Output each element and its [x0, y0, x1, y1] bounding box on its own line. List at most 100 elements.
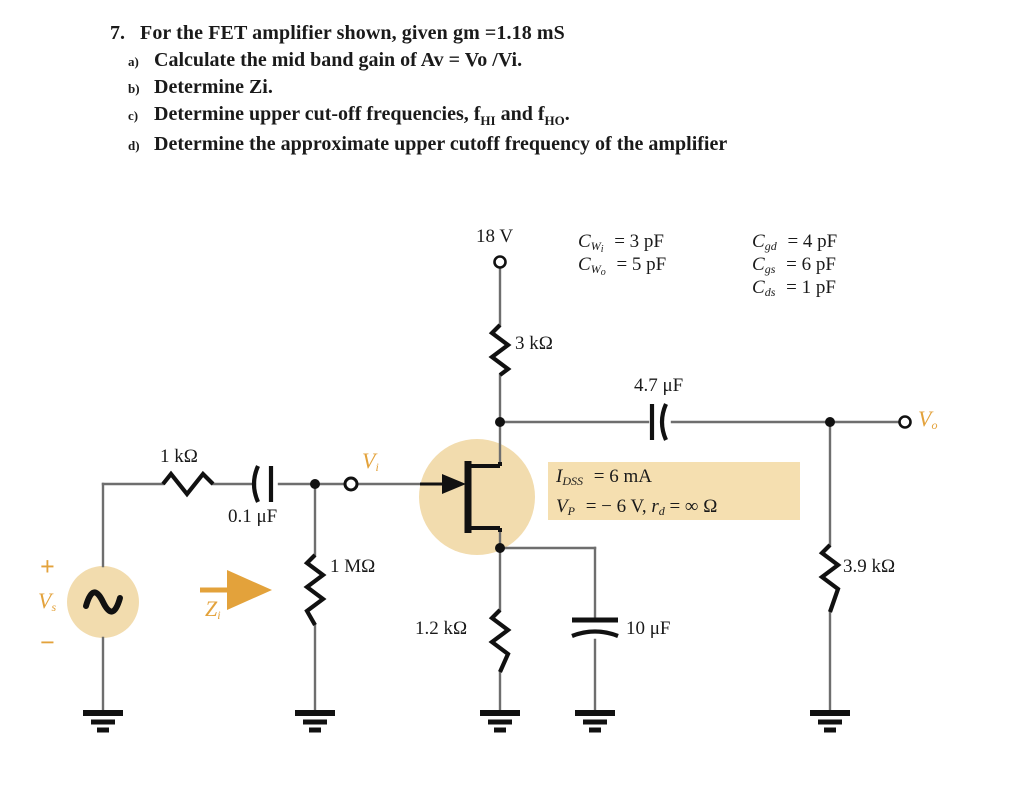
cgd-symbol: C	[752, 231, 765, 252]
problem-statement: 7. For the FET amplifier shown, given gm…	[110, 22, 940, 156]
rd-sub: d	[658, 504, 665, 518]
part-d-label: d)	[128, 138, 140, 153]
ground-gate-resistor	[295, 710, 335, 733]
vp-sub: P	[567, 504, 575, 518]
label-vs-main: V	[38, 588, 52, 613]
label-zi-main: Z	[205, 596, 218, 621]
ground-source	[83, 710, 123, 733]
terminal-supply-18v[interactable]	[493, 255, 507, 269]
cwo-value: = 5 pF	[616, 254, 667, 275]
wiring-cap-cgd: Cgd = 4 pF	[752, 230, 837, 258]
label-source-minus: −	[40, 628, 55, 657]
terminal-vi[interactable]	[343, 476, 359, 492]
idss-sub: DSS	[562, 474, 583, 488]
ground-bypass-capacitor	[575, 710, 615, 733]
wiring-cap-cwo: CWo = 5 pF	[578, 253, 666, 284]
label-rl-value: 3.9 kΩ	[843, 556, 896, 577]
label-cin-value: 0.1 μF	[228, 506, 278, 527]
ac-source-sine-icon	[83, 589, 123, 615]
part-d-text: Determine the approximate upper cutoff f…	[154, 133, 728, 155]
problem-part-c: c) Determine upper cut-off frequencies, …	[110, 103, 940, 129]
label-vo-main: V	[918, 406, 932, 431]
label-cout-value: 4.7 μF	[634, 375, 684, 396]
cgs-symbol: C	[752, 254, 765, 275]
part-a-label: a)	[128, 54, 139, 69]
device-params-line2: VP = − 6 V, rd = ∞ Ω	[556, 494, 717, 524]
capacitor-cin-0p1uf	[251, 465, 274, 503]
part-c-label: c)	[128, 108, 139, 123]
resistor-rd-3k	[488, 323, 512, 377]
cgd-sub: gd	[764, 239, 777, 253]
part-a-text: Calculate the mid band gain of Av = Vo /…	[154, 49, 523, 71]
label-rsig-value: 1 kΩ	[160, 446, 198, 467]
label-vo-sub: o	[931, 418, 938, 432]
idss-value: = 6 mA	[593, 466, 652, 487]
problem-stem-row: 7. For the FET amplifier shown, given gm…	[110, 22, 940, 45]
gate-arrow-icon	[442, 474, 466, 494]
part-c-text: Determine upper cut-off frequencies, fHI…	[154, 103, 570, 129]
idss-symbol: I	[556, 466, 563, 487]
vp-value: = − 6 V,	[585, 496, 647, 517]
part-c-text-main: Determine upper cut-off frequencies, f	[154, 103, 481, 125]
problem-number: 7.	[110, 22, 125, 44]
vp-symbol: V	[556, 496, 568, 517]
terminal-vo[interactable]	[898, 415, 912, 429]
resistor-rl-3p9k	[818, 543, 842, 613]
wiring-cap-cgs: Cgs = 6 pF	[752, 253, 836, 281]
jfet-transistor	[420, 461, 502, 533]
part-b-label: b)	[128, 81, 140, 96]
rd-value: = ∞ Ω	[669, 496, 718, 517]
label-supply-voltage: 18 V	[476, 226, 514, 247]
ground-group	[83, 710, 850, 733]
cgs-sub: gs	[764, 262, 776, 276]
label-vi-main: V	[362, 448, 376, 473]
problem-stem: For the FET amplifier shown, given gm =1…	[140, 22, 565, 44]
label-rs-value: 1.2 kΩ	[415, 618, 468, 639]
part-c-sub-hi: HI	[480, 113, 496, 128]
label-zi-sub: i	[217, 608, 221, 622]
capacitor-cout-4p7uf	[649, 403, 668, 441]
resistor-rsig-1k	[161, 470, 215, 498]
rd-symbol: r	[651, 496, 659, 517]
label-zi: Zi	[205, 596, 221, 623]
fet-highlight-circle	[419, 439, 535, 555]
node-gate	[310, 479, 320, 489]
device-params-text: IDSS = 6 mA VP = − 6 V, rd = ∞ Ω	[556, 464, 717, 524]
ground-source-resistor	[480, 710, 520, 733]
part-b-text: Determine Zi.	[154, 76, 273, 98]
label-vo: Vo	[918, 406, 937, 433]
problem-part-b: b) Determine Zi.	[110, 76, 940, 99]
device-params-box	[548, 462, 800, 520]
cwo-sub: W	[590, 262, 601, 276]
cwi-value: = 3 pF	[614, 231, 665, 252]
problem-part-a: a) Calculate the mid band gain of Av = V…	[110, 49, 940, 72]
wire-group	[101, 264, 907, 714]
device-params-line1: IDSS = 6 mA	[556, 464, 717, 494]
node-source	[495, 543, 505, 553]
resistor-rg-1m	[303, 553, 327, 627]
cgd-value: = 4 pF	[787, 231, 838, 252]
cds-value: = 1 pF	[786, 277, 836, 298]
node-output	[825, 417, 835, 427]
wiring-cap-cds: Cds = 1 pF	[752, 276, 836, 304]
label-cs-value: 10 μF	[626, 618, 671, 639]
cds-symbol: C	[752, 277, 765, 298]
resistor-rs-1p2k	[488, 608, 512, 673]
part-c-text-tail: .	[564, 103, 570, 125]
cgs-value: = 6 pF	[786, 254, 836, 275]
problem-part-d: d) Determine the approximate upper cutof…	[110, 133, 940, 156]
label-rg-value: 1 MΩ	[330, 556, 376, 577]
node-drain	[495, 417, 505, 427]
part-c-sub-ho: HO	[544, 113, 565, 128]
label-vi-sub: i	[375, 460, 379, 474]
cwo-sub2: o	[600, 267, 606, 278]
cwo-symbol: C	[578, 254, 591, 275]
label-vs: Vs	[38, 588, 56, 615]
cwi-sub: W	[590, 239, 601, 253]
label-rd-value: 3 kΩ	[515, 333, 553, 354]
cwi-symbol: C	[578, 231, 591, 252]
label-source-plus: +	[40, 552, 55, 581]
capacitor-cs-10uf	[571, 617, 619, 638]
